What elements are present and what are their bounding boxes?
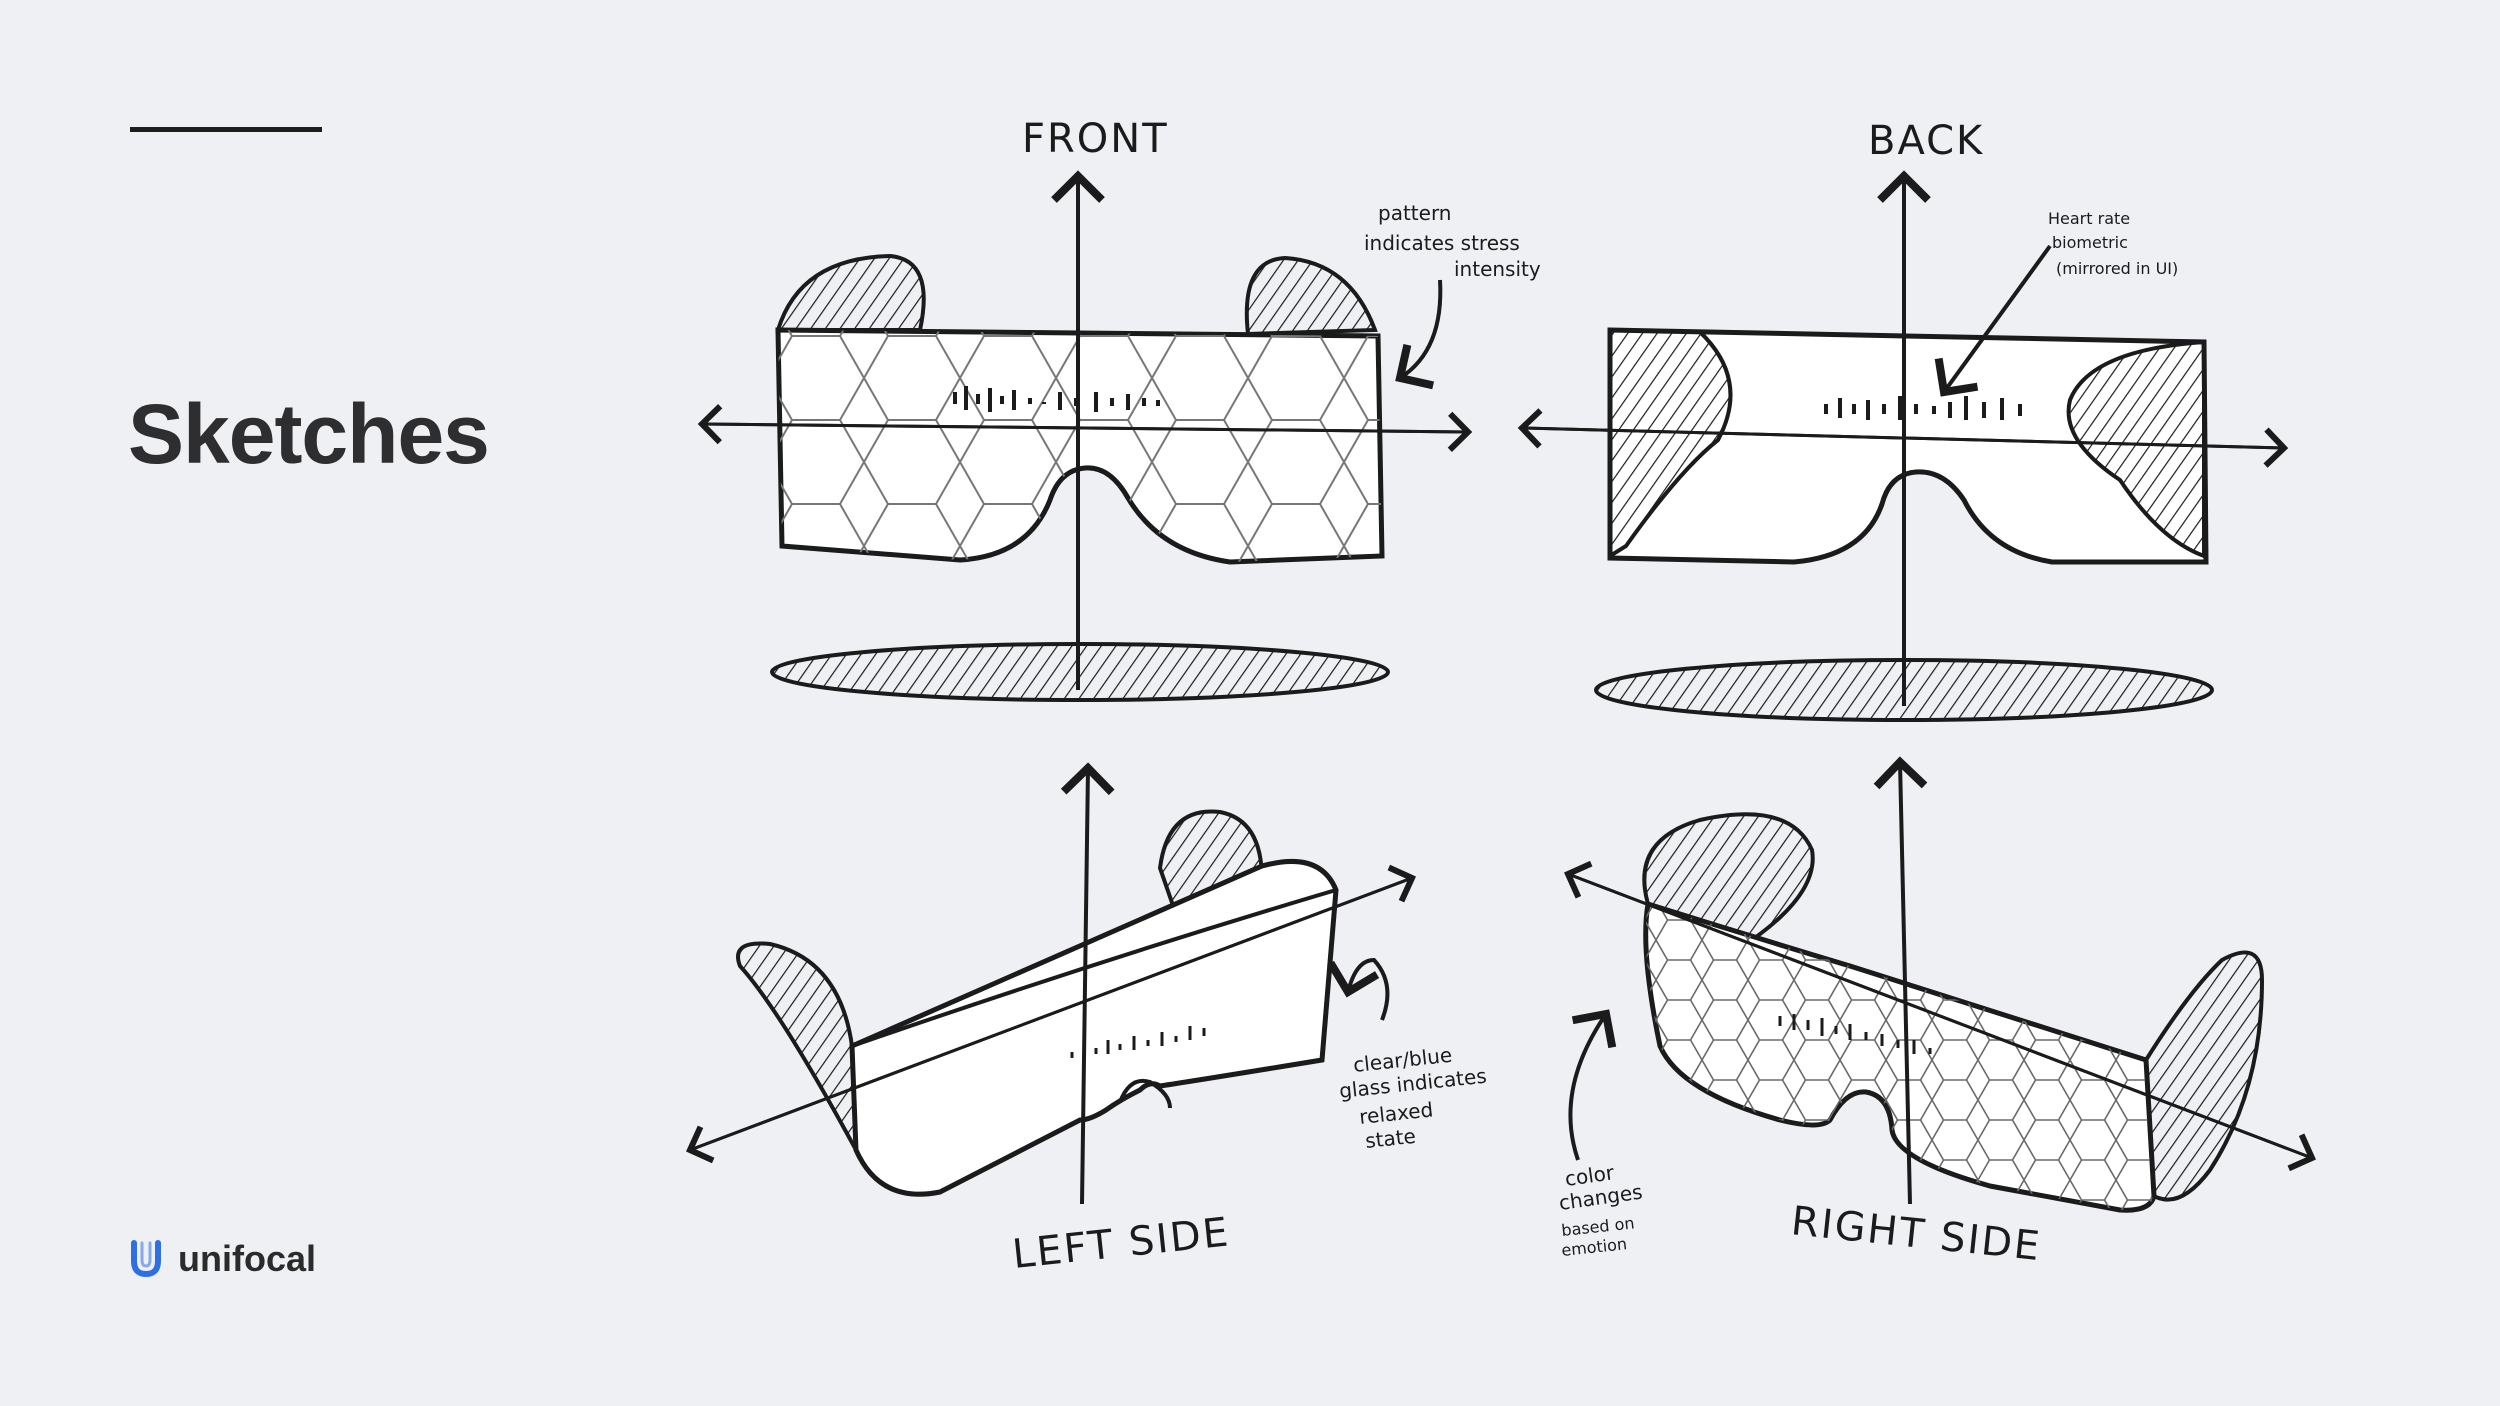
right-vertical-axis [1873, 756, 1928, 1205]
front-note-line-1: pattern [1378, 201, 1452, 225]
left-diagonal-axis-left [686, 876, 1413, 1164]
back-view-sketch: BACK Heart rate biometric (mirrored in U… [1517, 118, 2289, 722]
right-near-temple [2143, 950, 2265, 1202]
left-note-line-4: state [1364, 1124, 1417, 1153]
front-note-arrow [1395, 279, 1443, 390]
page-title: Sketches [128, 387, 490, 481]
left-nose-notch [1118, 1079, 1172, 1109]
front-horizontal-axis-right [701, 411, 1473, 452]
left-note-arrow [1327, 957, 1390, 1021]
right-side-view-sketch: RIGHT SIDE color changes based on emotio… [1557, 756, 2316, 1270]
left-note-line-3: relaxed [1358, 1097, 1434, 1129]
brand-name: unifocal [178, 1238, 317, 1279]
right-side-label: RIGHT SIDE [1789, 1198, 2044, 1270]
back-note-line-2: biometric [2052, 233, 2128, 252]
left-top-rim [851, 888, 1337, 1048]
front-note-line-3: intensity [1454, 257, 1541, 281]
left-near-temple [736, 941, 858, 1151]
left-side-view-sketch: LEFT SIDE clear/blue glass indicates rel… [686, 762, 1488, 1278]
accent-rule [130, 127, 322, 132]
left-heartrate-ticks [1070, 1026, 1206, 1058]
back-horizontal-axis-right [1521, 426, 2289, 468]
back-right-temple [2066, 339, 2206, 559]
back-note-line-1: Heart rate [2048, 209, 2130, 228]
left-vertical-axis [1060, 762, 1115, 1205]
back-note-arrow [1934, 244, 2052, 397]
front-view-sketch: FRONT pattern indicates stress intensity [697, 116, 1541, 702]
back-left-temple [1608, 327, 1733, 560]
back-heartrate-ticks [1824, 396, 2022, 420]
brand: unifocal [128, 1238, 316, 1280]
back-label: BACK [1868, 118, 1984, 164]
right-note-arrow [1568, 1009, 1617, 1161]
front-right-temple [1244, 255, 1378, 337]
front-left-temple [775, 253, 926, 332]
left-side-label: LEFT SIDE [1010, 1209, 1232, 1278]
right-hex-pattern [1645, 904, 2154, 1211]
front-label: FRONT [1022, 116, 1169, 162]
front-note-line-2: indicates stress [1364, 231, 1520, 255]
back-lens-frame [1607, 327, 2209, 565]
unifocal-u-logo-icon [131, 1240, 161, 1278]
right-diagonal-axis-left [1564, 860, 2313, 1160]
back-note-line-3: (mirrored in UI) [2056, 259, 2178, 278]
right-heartrate-ticks [1778, 1014, 1932, 1054]
